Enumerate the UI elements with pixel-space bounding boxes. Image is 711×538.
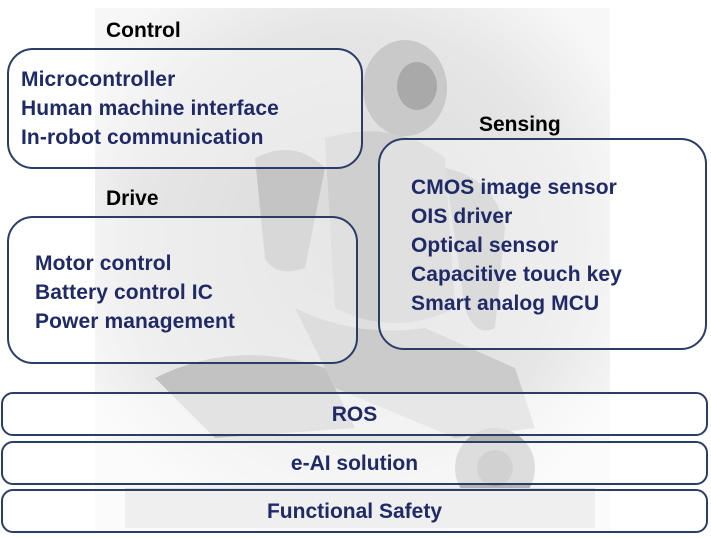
drive-item: Battery control IC (35, 282, 213, 303)
drive-item: Power management (35, 311, 235, 332)
drive-item: Motor control (35, 253, 172, 274)
layer-label: Functional Safety (267, 501, 442, 522)
layer-label: e-AI solution (291, 453, 418, 474)
layer-label: ROS (332, 404, 378, 425)
sensing-item: Capacitive touch key (411, 264, 622, 285)
layer-bar-eai: e-AI solution (1, 441, 708, 485)
sensing-item: Optical sensor (411, 235, 558, 256)
drive-title: Drive (106, 188, 159, 209)
control-item: Microcontroller (21, 69, 175, 90)
control-title: Control (106, 20, 181, 41)
layer-bar-functional-safety: Functional Safety (1, 489, 708, 533)
sensing-item: CMOS image sensor (411, 177, 617, 198)
control-item: In-robot communication (21, 127, 264, 148)
sensing-title: Sensing (479, 114, 561, 135)
layer-bar-ros: ROS (1, 392, 708, 436)
control-item: Human machine interface (21, 98, 279, 119)
sensing-item: Smart analog MCU (411, 293, 599, 314)
sensing-item: OIS driver (411, 206, 512, 227)
